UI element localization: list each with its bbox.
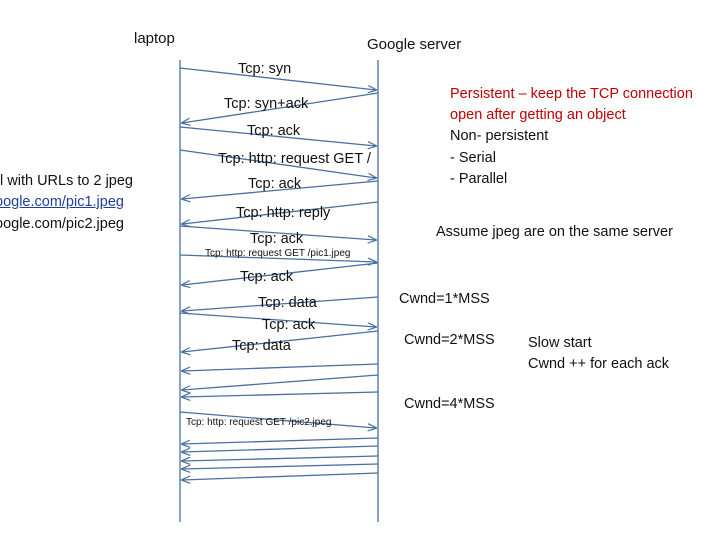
message-request-pic1: Tcp: http: request GET /pic1.jpeg [205, 248, 351, 259]
message-syn: Tcp: syn [238, 61, 292, 77]
parallel-note: - Parallel [450, 171, 508, 187]
message-ack: Tcp: ack [240, 269, 294, 285]
message-arrow [182, 472, 379, 480]
message-arrow [179, 67, 376, 90]
message-ack: Tcp: ack [247, 123, 301, 139]
message-arrow [182, 296, 379, 311]
message-arrow [182, 455, 379, 461]
message-arrow [182, 374, 379, 390]
message-arrow [182, 437, 379, 444]
message-arrow [182, 363, 379, 371]
message-arrow [179, 149, 376, 178]
message-arrow [179, 126, 376, 146]
message-arrow [182, 180, 379, 199]
message-data: Tcp: data [258, 295, 317, 311]
message-arrow [179, 411, 376, 428]
message-ack: Tcp: ack [248, 176, 302, 192]
message-arrow [179, 312, 376, 327]
message-arrow [182, 391, 379, 397]
slow-start-title: Slow start [528, 335, 592, 351]
message-ack: Tcp: ack [262, 317, 316, 333]
message-syn-ack: Tcp: syn+ack [224, 96, 309, 112]
page-snippet-link[interactable]: oogle.com/pic1.jpeg [0, 194, 124, 210]
slow-start-rule: Cwnd ++ for each ack [528, 356, 670, 372]
message-arrow [179, 254, 376, 262]
message-arrow [182, 445, 379, 452]
persistent-note: open after getting an object [450, 107, 626, 123]
message-arrow [182, 330, 379, 352]
message-arrow [179, 225, 376, 240]
page-snippet-line: l with URLs to 2 jpeg [0, 173, 133, 189]
message-http-reply: Tcp: http: reply [236, 205, 331, 221]
persistent-note: Persistent – keep the TCP connection [450, 86, 693, 102]
message-ack: Tcp: ack [250, 231, 304, 247]
cwnd-label: Cwnd=1*MSS [399, 291, 490, 307]
message-arrow [182, 92, 379, 123]
client-label: laptop [134, 30, 175, 47]
message-arrow [182, 262, 379, 285]
non-persistent-note: Non- persistent [450, 128, 549, 144]
message-request-pic2: Tcp: http: request GET /pic2.jpeg [186, 417, 332, 428]
message-http-request: Tcp: http: request GET / [218, 151, 371, 167]
page-snippet-line: oogle.com/pic2.jpeg [0, 216, 124, 232]
message-data: Tcp: data [232, 338, 291, 354]
message-arrow [182, 201, 379, 224]
serial-note: - Serial [450, 150, 496, 166]
message-arrow [182, 463, 379, 469]
assumption-note: Assume jpeg are on the same server [436, 224, 673, 240]
server-label: Google server [367, 36, 462, 53]
cwnd-label: Cwnd=2*MSS [404, 332, 495, 348]
cwnd-label: Cwnd=4*MSS [404, 396, 495, 412]
